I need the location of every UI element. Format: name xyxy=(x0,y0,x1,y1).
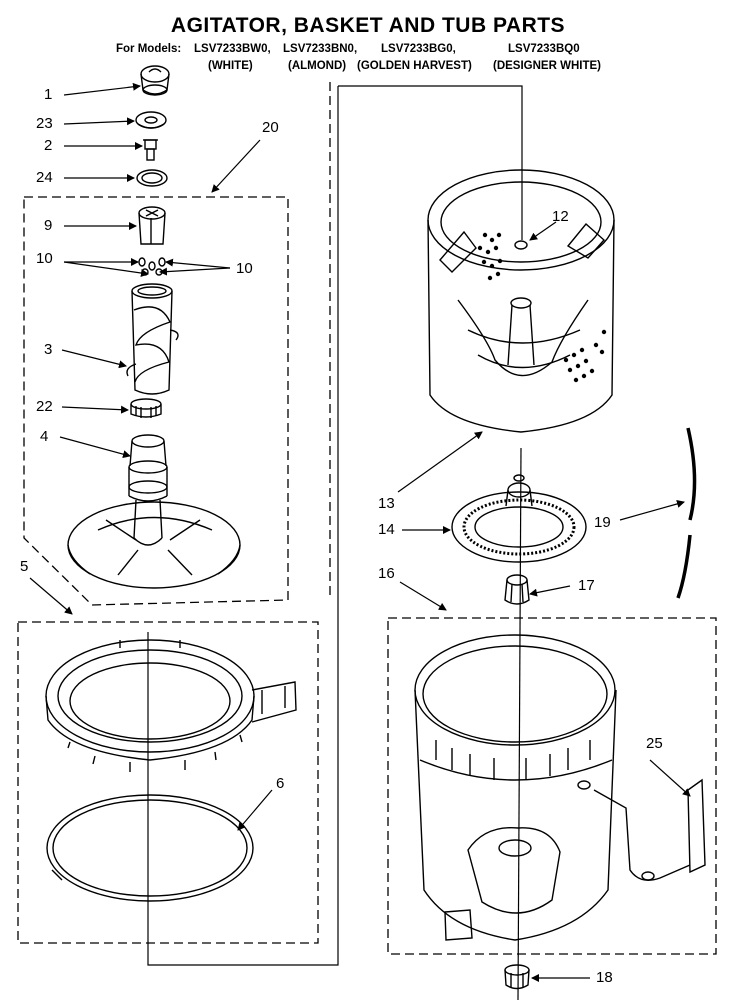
part-2-bolt xyxy=(143,139,158,161)
model-color-4: (DESIGNER WHITE) xyxy=(493,60,601,72)
leader-10b xyxy=(63,261,149,277)
callout-13: 13 xyxy=(378,495,395,512)
leader-12 xyxy=(529,221,557,241)
callout-10-right: 10 xyxy=(236,260,253,277)
callout-1: 1 xyxy=(44,86,53,103)
part-6-snap-ring xyxy=(46,794,254,902)
leader-16 xyxy=(399,581,447,611)
part-22-coupling xyxy=(130,398,162,418)
callout-6: 6 xyxy=(276,775,285,792)
model-color-2: (ALMOND) xyxy=(288,60,347,72)
callout-4: 4 xyxy=(40,428,49,445)
part-14-hub xyxy=(451,474,587,563)
callout-25: 25 xyxy=(646,735,663,752)
leader-23 xyxy=(63,117,135,126)
model-number-2: LSV7233BN0, xyxy=(283,43,358,55)
leader-4 xyxy=(59,436,131,459)
leader-22 xyxy=(61,405,129,414)
callout-2: 2 xyxy=(44,137,53,154)
callout-24: 24 xyxy=(36,169,53,186)
leader-17 xyxy=(529,585,571,597)
callout-9: 9 xyxy=(44,217,53,234)
model-number-3: LSV7233BG0, xyxy=(381,43,456,55)
part-13-basket xyxy=(427,169,615,433)
callout-10-left: 10 xyxy=(36,250,53,267)
diagram-title: AGITATOR, BASKET AND TUB PARTS xyxy=(170,14,566,37)
part-9-cam xyxy=(138,206,166,245)
leader-1 xyxy=(63,82,141,96)
part-25-pressure-hose xyxy=(593,778,706,881)
part-5-tub-ring xyxy=(45,639,297,772)
part-1-agitator-cap xyxy=(140,65,170,96)
callout-23: 23 xyxy=(36,115,53,132)
callout-18: 18 xyxy=(596,969,613,986)
callout-16: 16 xyxy=(378,565,395,582)
model-number-1: LSV7233BW0, xyxy=(194,43,271,55)
leader-20 xyxy=(211,139,261,193)
leader-5 xyxy=(29,577,73,615)
leader-25 xyxy=(649,759,691,797)
part-16-outer-tub xyxy=(414,634,617,941)
part-4-agitator-base xyxy=(67,434,241,589)
leader-3 xyxy=(61,349,127,369)
leader-10d xyxy=(159,267,231,276)
model-number-4: LSV7233BQ0 xyxy=(508,43,580,55)
tub-ring-group-boundary xyxy=(17,621,319,944)
leader-13 xyxy=(397,431,483,493)
callout-20: 20 xyxy=(262,119,279,136)
leader-arrows xyxy=(29,82,691,982)
leader-6 xyxy=(237,789,273,831)
model-color-3: (GOLDEN HARVEST) xyxy=(357,60,472,72)
center-axis-line xyxy=(517,447,522,1001)
callout-3: 3 xyxy=(44,341,53,358)
part-24-seal-ring xyxy=(136,169,168,187)
callout-22: 22 xyxy=(36,398,53,415)
part-17-coupling xyxy=(504,574,530,605)
callout-14: 14 xyxy=(378,521,395,538)
callout-17: 17 xyxy=(578,577,595,594)
agitator-group-boundary xyxy=(23,196,289,606)
part-3-auger xyxy=(126,283,179,395)
part-18-nut xyxy=(504,964,530,990)
part-13-basket-holes xyxy=(477,232,607,383)
part-19-hose xyxy=(676,427,697,599)
model-color-1: (WHITE) xyxy=(208,60,253,72)
leader-10c xyxy=(165,258,231,269)
center-connection-line xyxy=(147,85,523,966)
callout-19: 19 xyxy=(594,514,611,531)
outer-tub-group-boundary xyxy=(387,617,717,955)
models-prefix: For Models: xyxy=(116,43,182,55)
leader-19 xyxy=(619,500,685,521)
part-23-cap-insert xyxy=(135,111,167,129)
callout-12: 12 xyxy=(552,208,569,225)
callout-5: 5 xyxy=(20,558,29,575)
